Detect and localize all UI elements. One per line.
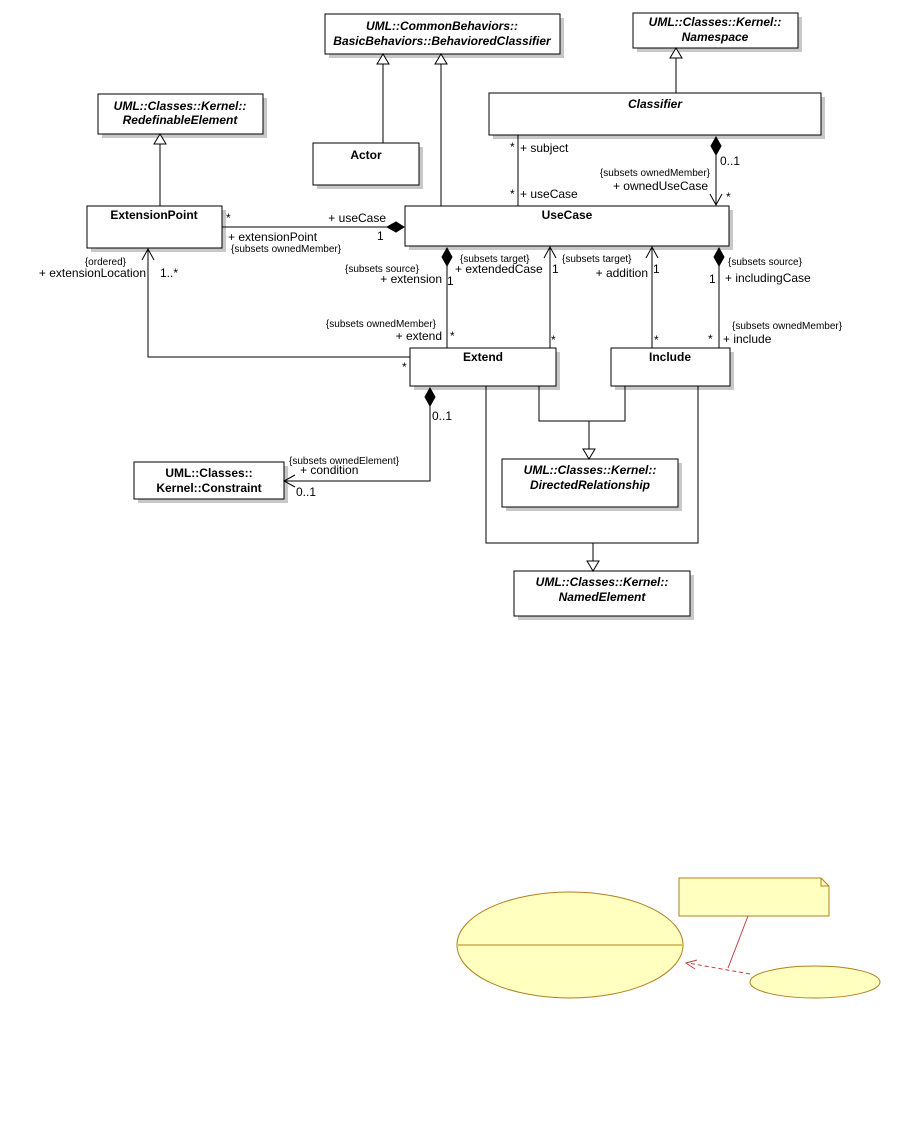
svg-text:UseCase: UseCase xyxy=(542,208,593,222)
label-ep-mult-one: 1 xyxy=(377,229,384,243)
class-behaviored-classifier[interactable]: UML::CommonBehaviors:: BasicBehaviors::B… xyxy=(324,13,564,58)
label-includingcase-mult: 1 xyxy=(709,272,716,286)
label-source-subset-left: {subsets source} xyxy=(345,264,420,275)
label-include-subset: {subsets ownedMember} xyxy=(732,321,843,332)
label-extend-role: + extend xyxy=(396,329,442,343)
use-case-sketch xyxy=(456,877,881,999)
svg-text:UML::Classes::Kernel::: UML::Classes::Kernel:: xyxy=(524,463,657,477)
class-use-case[interactable]: UseCase xyxy=(404,205,733,250)
label-addition-mult: 1 xyxy=(653,262,660,276)
label-condition-mult-bottom: 0..1 xyxy=(296,485,316,499)
svg-text:RedefinableElement: RedefinableElement xyxy=(123,113,239,127)
class-namespace[interactable]: UML::Classes::Kernel:: Namespace xyxy=(632,12,802,52)
association-extended-case xyxy=(543,245,557,348)
label-extloc-star: * xyxy=(402,360,407,374)
class-redefinable-element[interactable]: UML::Classes::Kernel:: RedefinableElemen… xyxy=(97,93,267,138)
svg-text:Namespace: Namespace xyxy=(682,30,749,44)
composition-owned-use-case xyxy=(709,135,723,207)
label-source-subset-right: {subsets source} xyxy=(728,257,803,268)
generalization-actor xyxy=(376,53,390,143)
composition-including-case xyxy=(713,246,725,348)
label-include-mult: * xyxy=(708,332,713,346)
svg-text:NamedElement: NamedElement xyxy=(559,590,647,604)
label-condition-mult-top: 0..1 xyxy=(432,409,452,423)
class-extend[interactable]: Extend xyxy=(409,347,560,390)
label-extendedcase-role: + extendedCase xyxy=(455,262,543,276)
class-extension-point[interactable]: ExtensionPoint xyxy=(86,205,226,252)
composition-extension-point xyxy=(222,221,405,233)
label-addition-star: * xyxy=(654,333,659,347)
association-extension-location xyxy=(141,247,410,358)
label-owned-mult-bottom: * xyxy=(726,190,731,204)
generalization-use-case xyxy=(434,53,448,206)
class-include[interactable]: Include xyxy=(610,347,734,390)
svg-text:UML::CommonBehaviors::: UML::CommonBehaviors:: xyxy=(366,19,518,33)
label-subject-mult: * xyxy=(510,140,515,154)
label-usecase-mult: * xyxy=(510,187,515,201)
class-named-element[interactable]: UML::Classes::Kernel:: NamedElement xyxy=(513,570,694,620)
label-extloc-ordered: {ordered} xyxy=(85,257,127,268)
label-ep-subset: {subsets ownedMember} xyxy=(231,244,342,255)
generalization-named-element xyxy=(485,386,699,572)
svg-text:UML::Classes::Kernel::: UML::Classes::Kernel:: xyxy=(536,575,669,589)
label-target-subset-left: {subsets target} xyxy=(460,254,530,265)
label-includingcase-role: + includingCase xyxy=(725,271,811,285)
generalization-extension-point xyxy=(153,133,167,206)
label-extendedcase-star: * xyxy=(551,333,556,347)
label-condition-subset: {subsets ownedElement} xyxy=(289,456,400,467)
label-extendedcase-mult: 1 xyxy=(552,262,559,276)
svg-text:Kernel::Constraint: Kernel::Constraint xyxy=(156,481,261,495)
label-extension-role: + extension xyxy=(380,272,442,286)
generalization-directed-relationship xyxy=(538,386,626,460)
class-actor[interactable]: Actor xyxy=(312,142,423,189)
label-extend-subset: {subsets ownedMember} xyxy=(326,319,437,330)
svg-text:Actor: Actor xyxy=(350,148,382,162)
svg-text:UML::Classes::Kernel::: UML::Classes::Kernel:: xyxy=(114,99,247,113)
label-extend-mult: * xyxy=(450,329,455,343)
label-addition-role: + addition xyxy=(596,266,648,280)
svg-text:BasicBehaviors::BehavioredClas: BasicBehaviors::BehavioredClassifier xyxy=(333,34,552,48)
label-owned-role: + ownedUseCase xyxy=(613,179,708,193)
label-subject-role: + subject xyxy=(520,141,569,155)
label-include-role: + include xyxy=(723,332,772,346)
label-target-subset-right: {subsets target} xyxy=(562,254,632,265)
label-extloc-mult: 1..* xyxy=(160,266,178,280)
svg-text:Include: Include xyxy=(649,350,691,364)
composition-condition xyxy=(282,386,436,488)
svg-text:ExtensionPoint: ExtensionPoint xyxy=(110,208,197,222)
class-constraint[interactable]: UML::Classes:: Kernel::Constraint xyxy=(133,461,288,503)
svg-text:Classifier: Classifier xyxy=(628,97,683,111)
svg-text:UML::Classes::Kernel::: UML::Classes::Kernel:: xyxy=(649,15,782,29)
label-condition-role: + condition xyxy=(300,463,358,477)
label-extloc-role: + extensionLocation xyxy=(39,266,146,280)
extend-dependency-line xyxy=(687,962,751,975)
svg-text:Extend: Extend xyxy=(463,350,503,364)
label-ep-mult-star: * xyxy=(226,211,231,225)
svg-text:UML::Classes::: UML::Classes:: xyxy=(165,466,252,480)
label-owned-mult-top: 0..1 xyxy=(720,154,740,168)
label-ep-role: + extensionPoint xyxy=(228,230,318,244)
note-box xyxy=(678,877,830,917)
label-owned-subset: {subsets ownedMember} xyxy=(600,168,711,179)
class-classifier[interactable]: Classifier xyxy=(488,92,825,139)
composition-extension xyxy=(441,246,453,348)
use-case-ellipse-small xyxy=(749,965,881,999)
class-directed-relationship[interactable]: UML::Classes::Kernel:: DirectedRelations… xyxy=(501,458,682,511)
label-usecase-role: + useCase xyxy=(520,187,578,201)
svg-text:DirectedRelationship: DirectedRelationship xyxy=(530,478,650,492)
generalization-classifier xyxy=(669,47,683,93)
label-extension-mult: 1 xyxy=(447,274,454,288)
association-addition xyxy=(645,245,659,348)
label-ep-usecase-role: + useCase xyxy=(328,211,386,225)
